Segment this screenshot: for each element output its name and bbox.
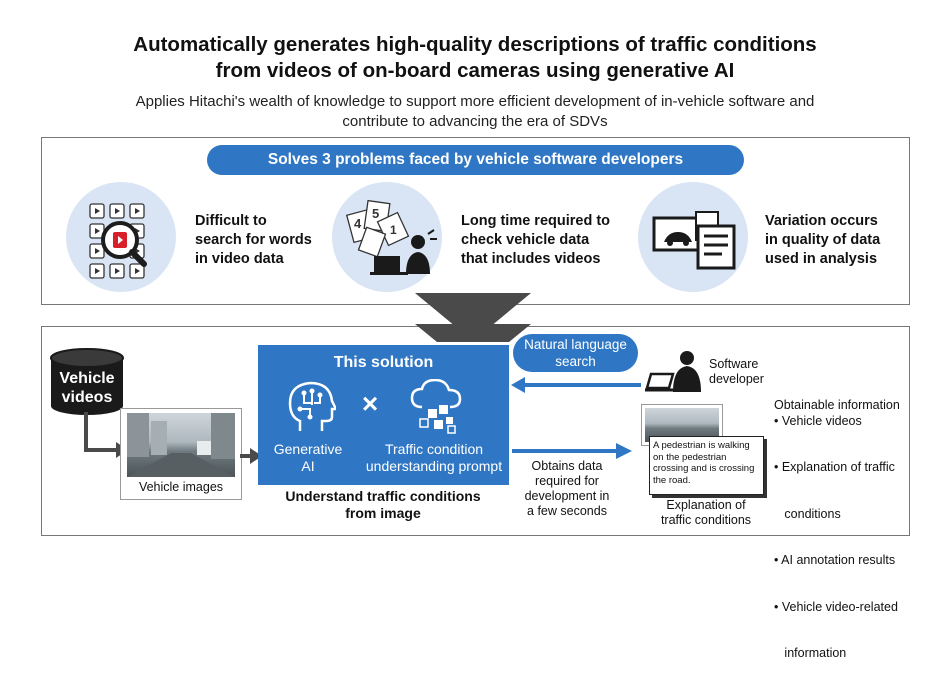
cloud-prompt-icon xyxy=(410,379,462,434)
explanation-caption: Explanation of traffic conditions xyxy=(641,498,771,528)
page-title: Automatically generates high-quality des… xyxy=(0,32,950,84)
subtitle-line-2: contribute to advancing the era of SDVs xyxy=(342,113,608,130)
understand-line-1: Understand traffic conditions xyxy=(285,488,481,504)
problem-3-line-2: in quality of data xyxy=(765,232,881,248)
problem-3-text: Variation occurs in quality of data used… xyxy=(765,212,880,269)
problem-2-line-1: Long time required to xyxy=(461,213,611,229)
obtainable-item-4: • Vehicle video-related information xyxy=(774,569,906,693)
search-line-1: Natural language xyxy=(524,337,627,352)
obtainable-item-4-line-1: • Vehicle video-related xyxy=(774,599,898,614)
problem-1-circle xyxy=(66,182,176,292)
problems-banner: Solves 3 problems faced by vehicle softw… xyxy=(207,145,744,175)
down-arrow-icon xyxy=(415,293,531,341)
bubble-line-1: A pedestrian is walking xyxy=(653,440,750,451)
this-solution-box: This solution × Generative AI Traffic co… xyxy=(258,345,509,485)
generative-ai-label: Generative AI xyxy=(266,441,350,475)
developer-line-1: Software xyxy=(709,357,759,371)
problem-1-line-1: Difficult to xyxy=(195,213,267,229)
problem-1-text: Difficult to search for words in video d… xyxy=(195,212,312,269)
obtainable-item-2-line-1: • Explanation of traffic xyxy=(774,460,895,474)
obtainable-item-2-line-2: conditions xyxy=(774,506,841,521)
developer-line-2: developer xyxy=(709,372,764,386)
generative-ai-head-icon xyxy=(288,381,336,431)
problem-3-line-1: Variation occurs xyxy=(765,213,878,229)
street-scene-icon xyxy=(127,413,235,477)
subtitle-line-1: Applies Hitachi's wealth of knowledge to… xyxy=(135,93,815,110)
obtainable-item-3: • AI annotation results xyxy=(774,553,896,567)
vehicle-images-frame: Vehicle images xyxy=(120,408,242,500)
explanation-line-2: traffic conditions xyxy=(660,513,752,527)
this-solution-title: This solution xyxy=(333,354,434,371)
vehicle-videos-database-icon xyxy=(50,348,124,415)
obtainable-info-list: Obtainable information • Vehicle videos … xyxy=(774,398,906,693)
prompt-label: Traffic condition understanding prompt xyxy=(364,441,504,475)
vehicle-images-label: Vehicle images xyxy=(138,480,224,494)
obtainable-title: Obtainable information xyxy=(774,398,900,412)
obtains-line-3: development in xyxy=(524,489,610,503)
problem-3-circle xyxy=(638,182,748,292)
arrow-result-icon xyxy=(512,443,632,459)
obtainable-item-2: • Explanation of traffic conditions xyxy=(774,429,906,553)
problem-1-line-3: in video data xyxy=(195,251,284,267)
understand-line-2: from image xyxy=(345,505,421,521)
bubble-line-3: crossing and is crossing xyxy=(653,463,755,474)
video-search-icon xyxy=(89,203,147,279)
svg-text:5: 5 xyxy=(372,206,379,221)
prompt-line-1: Traffic condition xyxy=(384,441,484,457)
vehicle-videos-label: Vehicle videos xyxy=(49,369,125,407)
bubble-line-2: on the pedestrian xyxy=(653,451,727,463)
problem-2-text: Long time required to check vehicle data… xyxy=(461,212,610,269)
bubble-line-4: the road. xyxy=(653,474,691,486)
software-developer-label: Software developer xyxy=(709,357,764,387)
vehicle-image-photo xyxy=(127,413,235,477)
obtainable-item-1: • Vehicle videos xyxy=(774,413,862,428)
explanation-speech-bubble: A pedestrian is walking on the pedestria… xyxy=(649,436,764,495)
software-developer-icon xyxy=(645,351,701,392)
obtains-line-1: Obtains data xyxy=(531,459,603,473)
data-quality-icon xyxy=(652,211,736,270)
svg-text:1: 1 xyxy=(390,223,397,237)
times-symbol: × xyxy=(361,388,379,419)
natural-language-search-pill: Natural language search xyxy=(513,334,638,372)
generative-ai-line-1: Generative xyxy=(273,441,343,457)
arrow-search-icon xyxy=(511,377,641,393)
svg-text:4: 4 xyxy=(354,216,362,231)
problem-2-circle: 4 5 1 xyxy=(332,182,442,292)
obtainable-item-4-line-2: information xyxy=(774,646,847,660)
problem-3-line-3: used in analysis xyxy=(765,251,878,267)
bubble-text: A pedestrian is walking on the pedestria… xyxy=(653,440,754,486)
problem-2-line-2: check vehicle data xyxy=(461,232,590,248)
busy-developer-icon: 4 5 1 xyxy=(345,199,437,275)
prompt-line-2: understanding prompt xyxy=(365,458,503,474)
obtains-line-2: required for xyxy=(535,474,599,488)
vehicle-videos-line-1: Vehicle xyxy=(59,370,115,387)
down-arrow-overlay-icon xyxy=(415,324,531,342)
generative-ai-line-2: AI xyxy=(301,458,315,474)
explanation-line-1: Explanation of xyxy=(666,498,746,512)
problem-2-line-3: that includes videos xyxy=(461,251,601,267)
search-line-2: search xyxy=(555,354,596,369)
obtains-data-caption: Obtains data required for development in… xyxy=(515,459,619,519)
title-line-1: Automatically generates high-quality des… xyxy=(133,33,817,56)
obtains-line-4: a few seconds xyxy=(527,504,607,518)
problem-1-line-2: search for words xyxy=(195,232,312,248)
page-subtitle: Applies Hitachi's wealth of knowledge to… xyxy=(60,92,890,132)
understand-caption: Understand traffic conditions from image xyxy=(250,488,516,522)
vehicle-videos-line-2: videos xyxy=(61,389,113,406)
arrow-to-solution-icon xyxy=(240,448,262,464)
title-line-2: from videos of on-board cameras using ge… xyxy=(215,59,735,82)
